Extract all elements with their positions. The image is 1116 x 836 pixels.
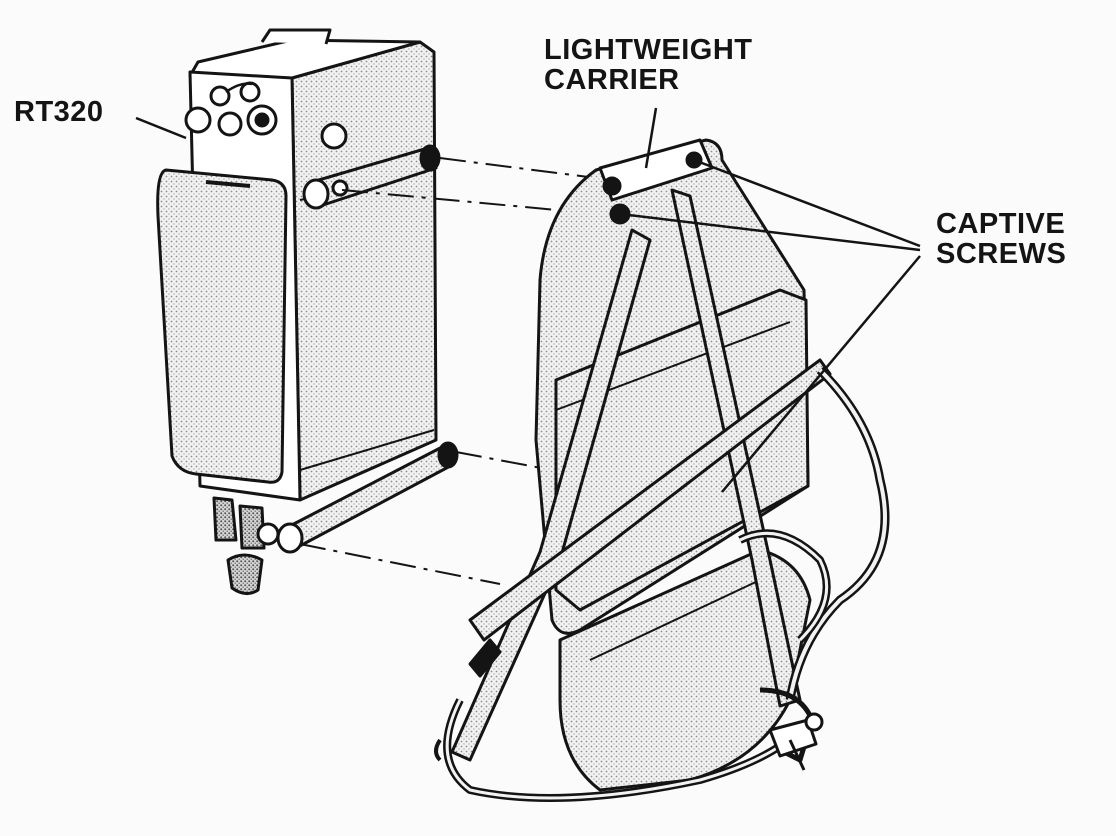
- label-screws-line: SCREWS: [936, 237, 1067, 270]
- lightweight-carrier: [434, 138, 890, 802]
- lower-mounting-bar: [276, 441, 459, 554]
- carrier-lower-pouch: [558, 548, 812, 792]
- strap-buckle: [768, 712, 824, 771]
- leader-lines: [135, 107, 921, 493]
- label-captive-screws: CAPTIVE SCREWS: [936, 208, 1067, 270]
- leader-screw-1: [693, 158, 921, 248]
- alignment-lines: [299, 157, 601, 585]
- leader-screw-3: [721, 255, 921, 493]
- label-lightweight-carrier: LIGHTWEIGHT CARRIER: [544, 34, 753, 96]
- label-captive-line: CAPTIVE: [936, 208, 1066, 240]
- upper-mounting-bar: [302, 144, 441, 210]
- leader-screw-2: [619, 212, 921, 252]
- battery-cover: [156, 168, 288, 484]
- radio-side-panel: [290, 40, 438, 502]
- radio-unit: [156, 28, 459, 595]
- label-carrier-line: CARRIER: [544, 63, 680, 96]
- label-rt320: RT320: [14, 96, 104, 128]
- leader-rt320: [135, 116, 187, 140]
- shoulder-strap-left: [450, 228, 652, 762]
- control-knobs: [184, 81, 278, 137]
- leader-carrier: [644, 107, 658, 169]
- bottom-connectors: [212, 496, 280, 595]
- label-lightweight-line: LIGHTWEIGHT: [544, 34, 753, 66]
